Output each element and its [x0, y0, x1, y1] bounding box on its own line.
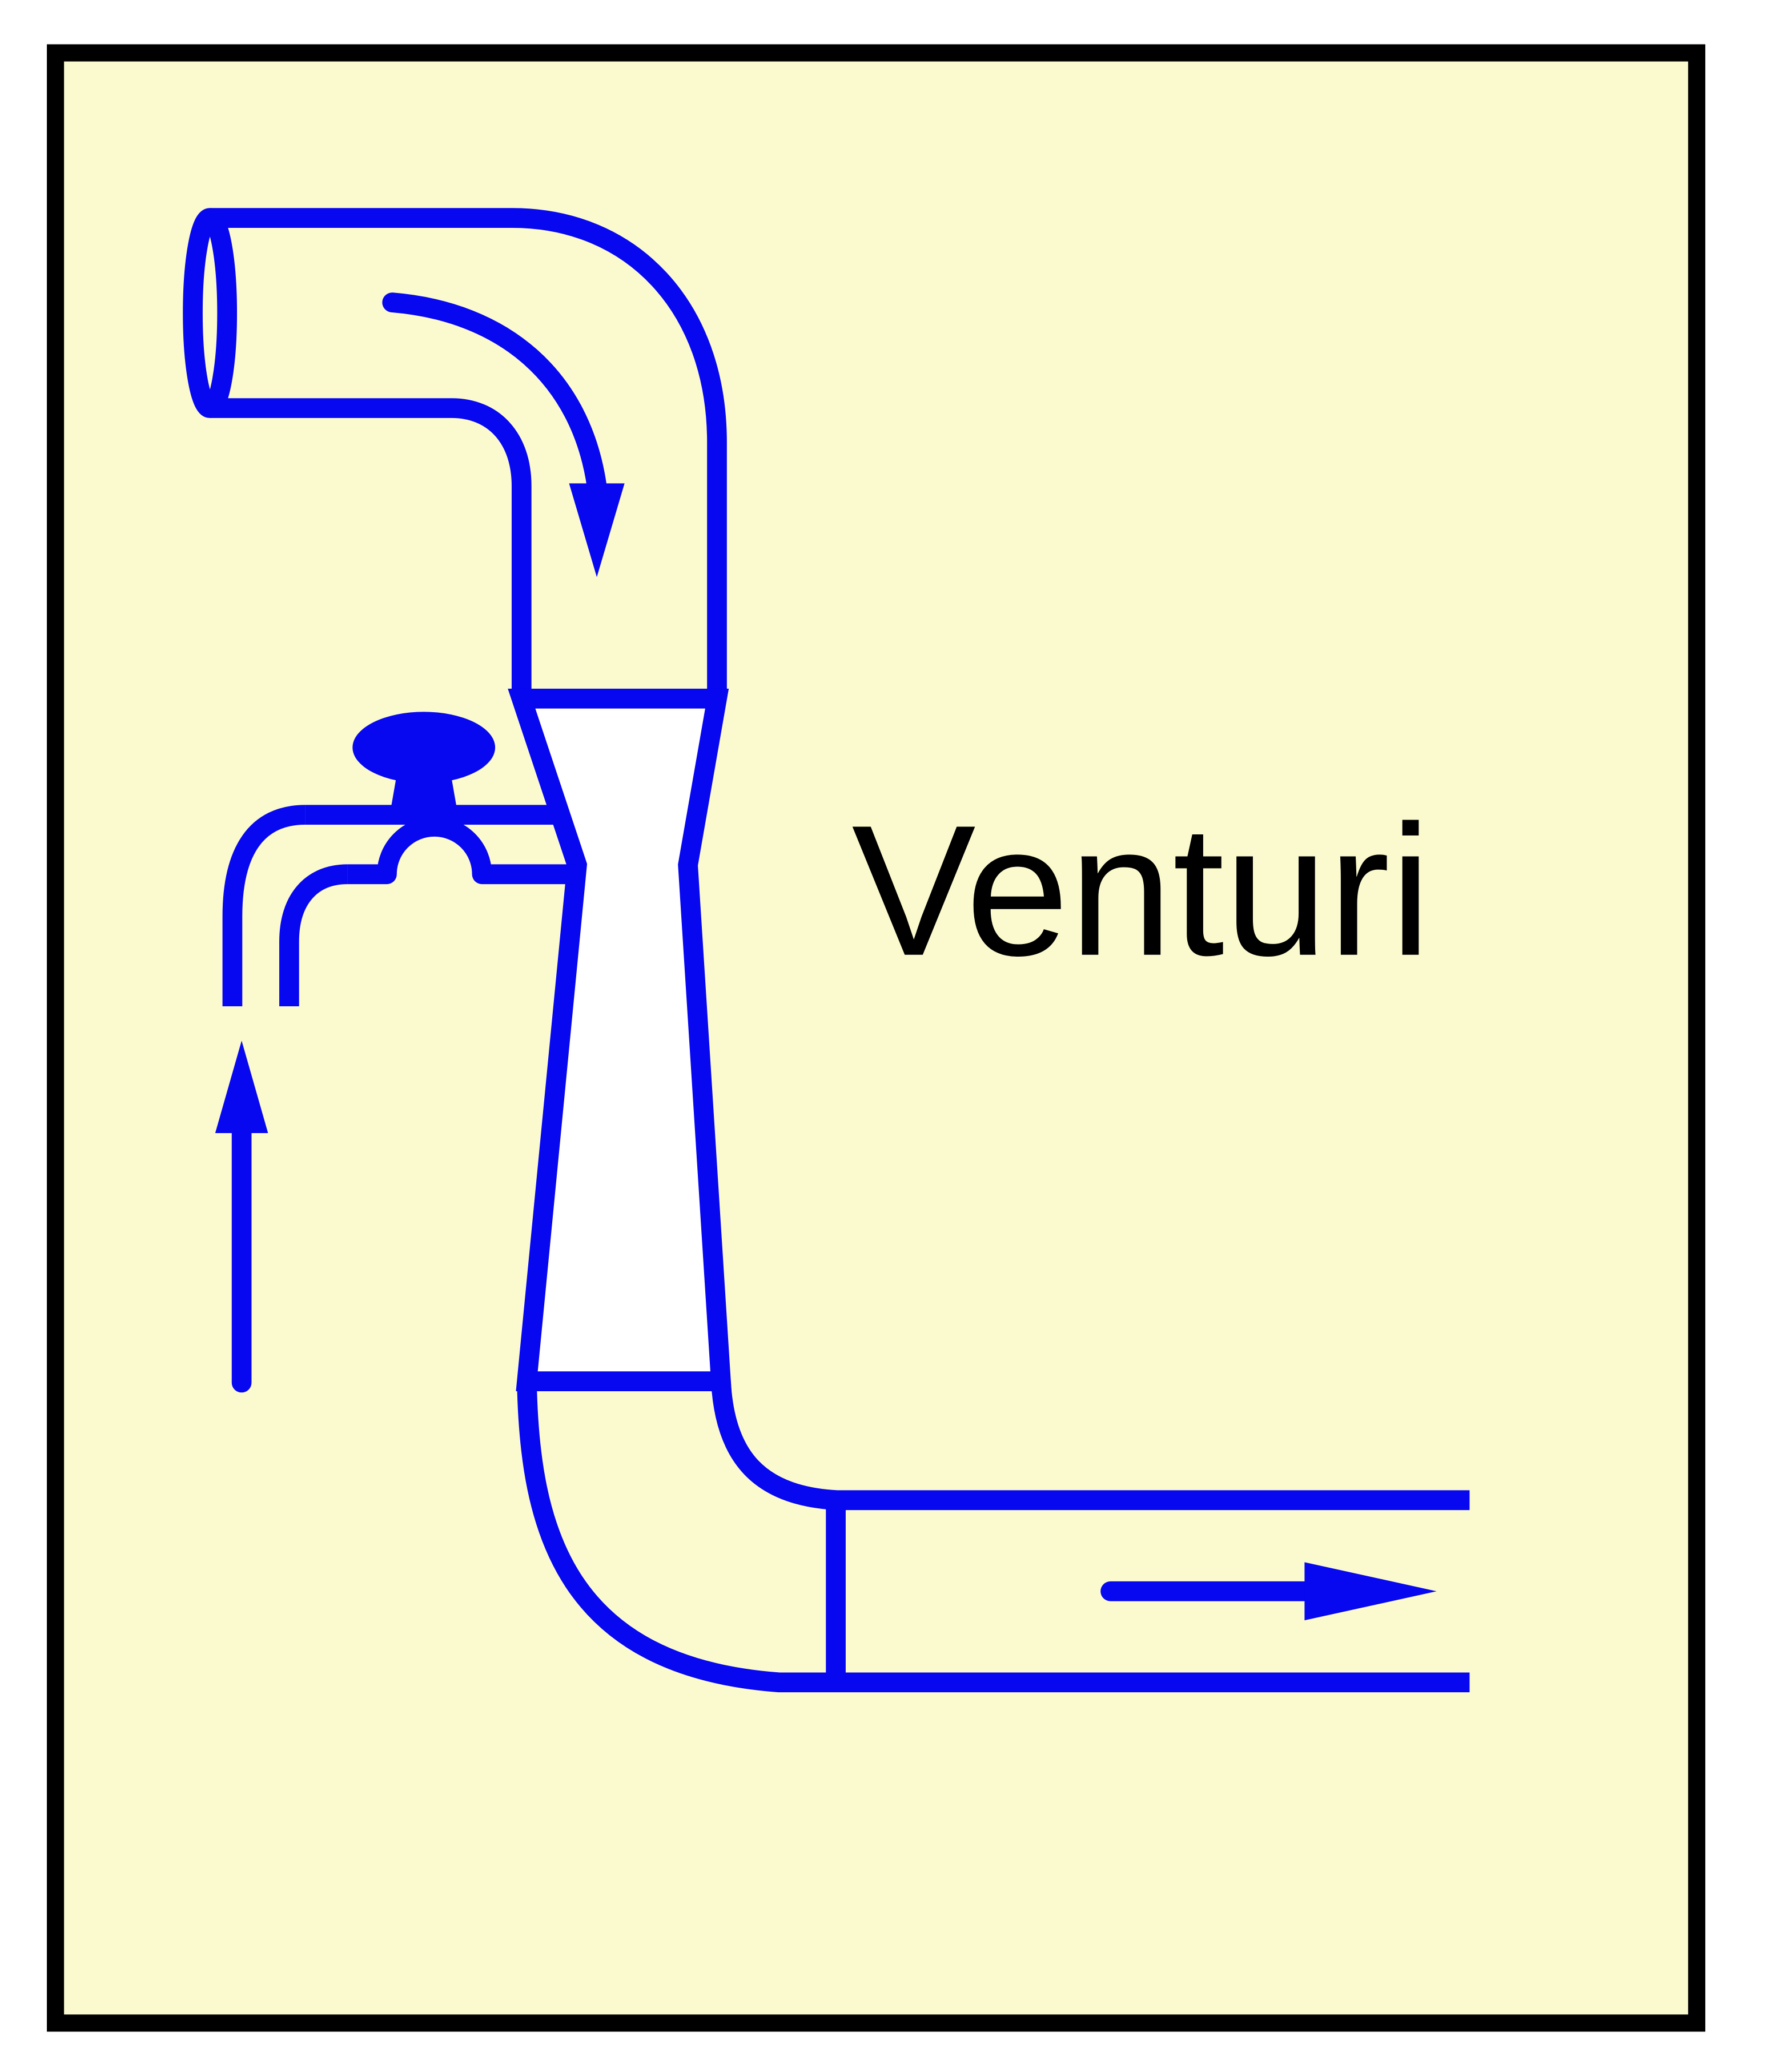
diagram-panel — [47, 44, 1706, 2032]
outlet-pipe-inner-edge — [711, 1380, 1470, 1511]
faucet-handle-stem — [389, 763, 459, 817]
venturi-tube — [508, 688, 732, 1391]
diagram-title: Venturi — [851, 787, 1431, 995]
faucet-spout-outer-edge — [222, 805, 306, 1006]
faucet-bottom-edge — [347, 817, 576, 885]
inlet-pipe — [183, 208, 727, 699]
inlet-pipe-inner-edge — [210, 398, 532, 699]
flow-right-arrow-head — [1304, 1562, 1437, 1621]
outlet-pipe-outer-edge — [517, 1381, 1470, 1693]
faucet — [222, 712, 576, 1006]
flow-down-arrow-icon — [382, 292, 625, 577]
flow-down-arrow-shaft — [382, 292, 607, 496]
faucet-handle-knob — [352, 712, 496, 784]
outlet-pipe — [517, 1380, 1470, 1693]
flow-up-arrow-head — [215, 1041, 268, 1133]
faucet-handle — [352, 712, 496, 817]
flow-right-arrow-icon — [1100, 1562, 1437, 1621]
flow-up-arrow-icon — [215, 1041, 268, 1393]
faucet-spout-inner-edge — [279, 864, 348, 1006]
flow-down-arrow-head — [569, 483, 625, 577]
inlet-pipe-outer-edge — [210, 208, 727, 699]
